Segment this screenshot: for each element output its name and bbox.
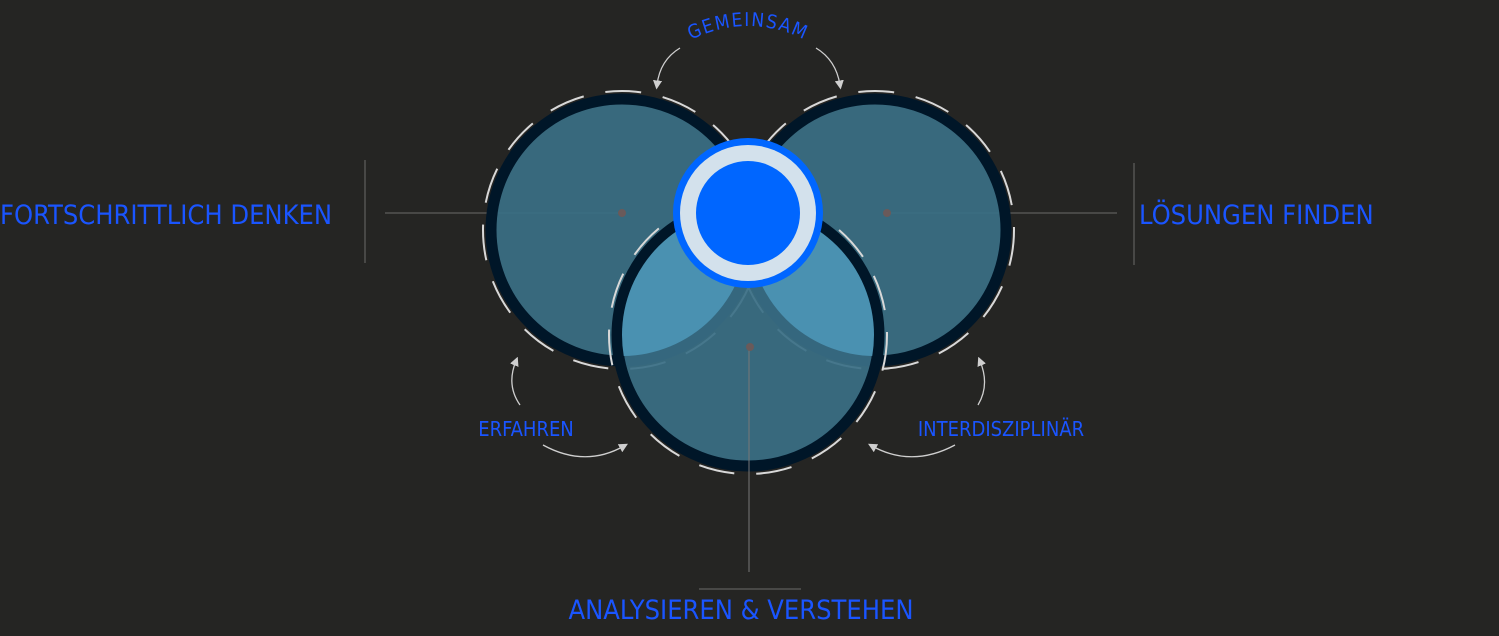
label-erfahren: ERFAHREN xyxy=(478,417,574,441)
overlap-region xyxy=(622,209,874,356)
left-center-dot xyxy=(618,209,626,217)
label-gemeinsam: GEMEINSAM xyxy=(684,9,812,44)
arrow-top-left-icon xyxy=(653,47,681,90)
arrow-right-left-icon xyxy=(868,443,956,458)
label-analysieren-verstehen: ANALYSIEREN & VERSTEHEN xyxy=(568,595,913,626)
cycle-arrows xyxy=(510,47,986,458)
label-gemeinsam-text: GEMEINSAM xyxy=(684,9,810,44)
label-fortschrittlich-denken: FORTSCHRITTLICH DENKEN xyxy=(0,200,332,231)
right-center-dot xyxy=(883,209,891,217)
bottom-center-dot xyxy=(746,343,754,351)
arrow-left-right-icon xyxy=(542,443,628,458)
label-loesungen-finden: LÖSUNGEN FINDEN xyxy=(1139,199,1374,231)
label-interdisziplinaer: INTERDISZIPLINÄR xyxy=(918,417,1084,441)
arrow-top-right-icon xyxy=(815,47,844,90)
center-node xyxy=(673,138,823,288)
arrow-right-up-icon xyxy=(977,356,986,406)
arrow-left-up-icon xyxy=(510,356,521,406)
